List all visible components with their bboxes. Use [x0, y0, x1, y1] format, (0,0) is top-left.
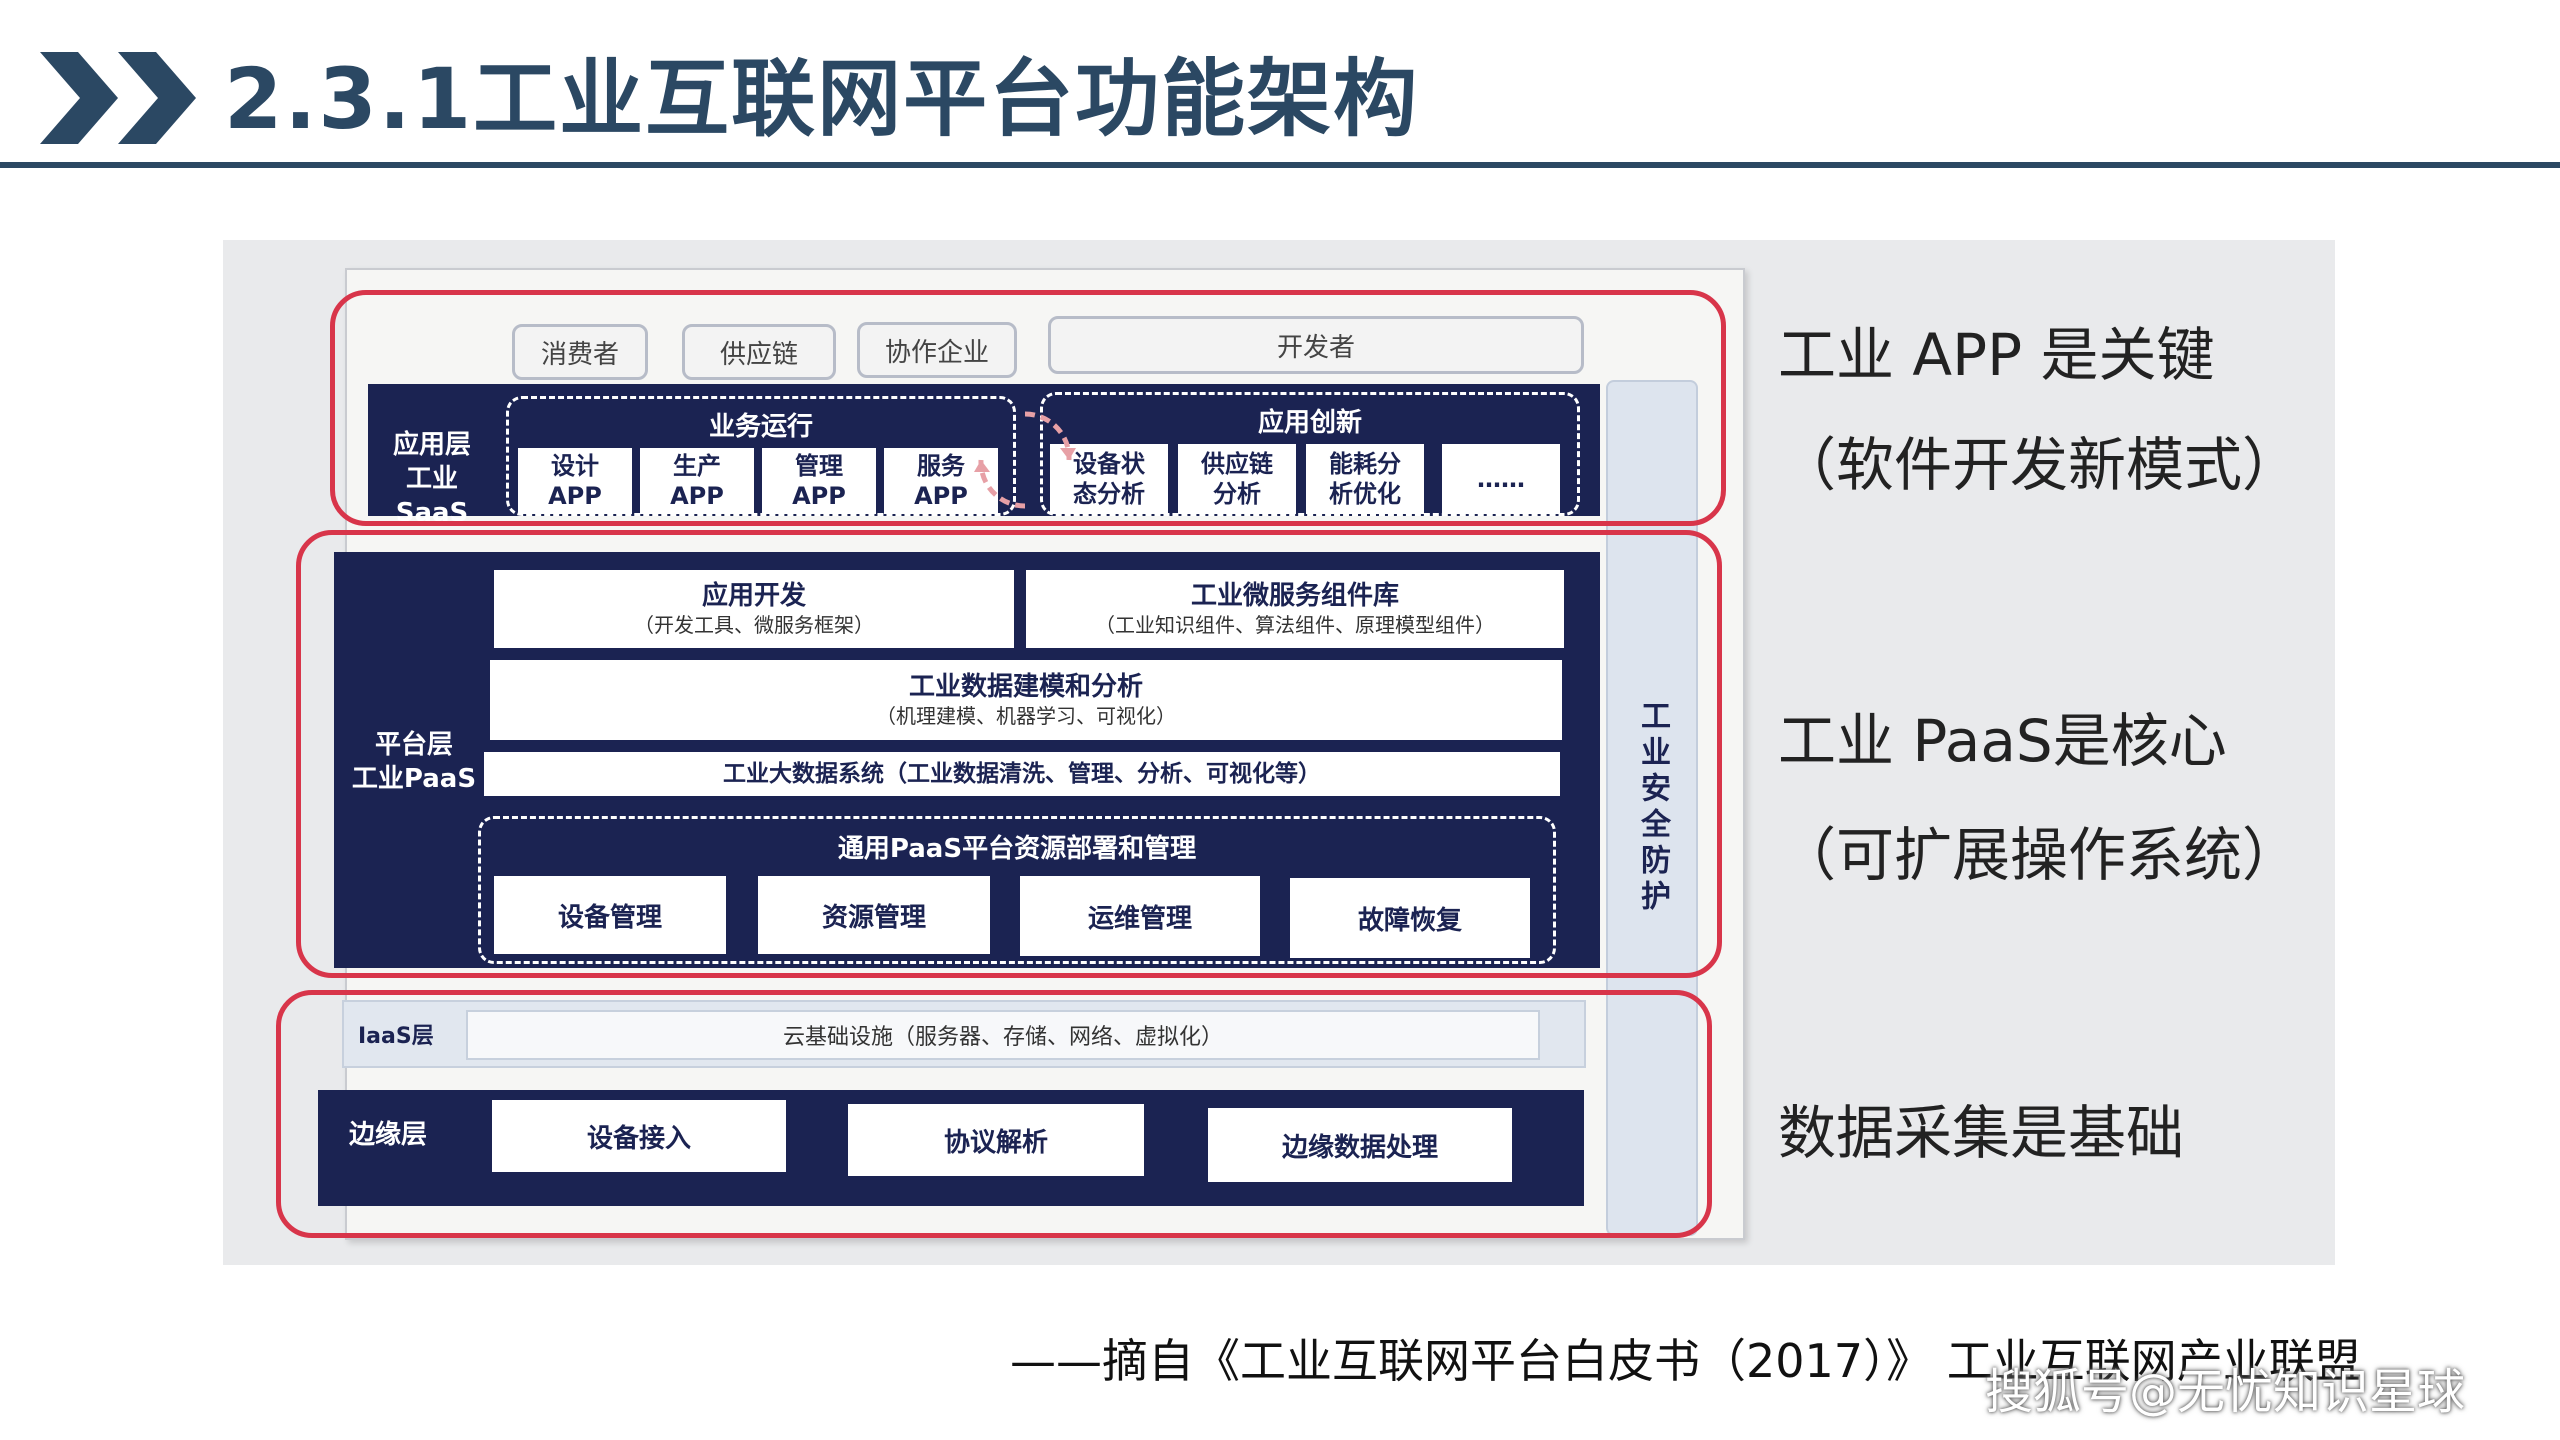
side-note-app-key: 工业 APP 是关键 — [1778, 321, 2215, 389]
edge-data-processing-box: 边缘数据处理 — [1208, 1108, 1512, 1182]
big-data-system-box: 工业大数据系统（工业数据清洗、管理、分析、可视化等） — [484, 752, 1560, 796]
energy-analysis-box: 能耗分 析优化 — [1306, 444, 1424, 514]
design-app-box: 设计 APP — [518, 448, 632, 514]
side-note-extensible-os: （可扩展操作系统） — [1778, 821, 2301, 889]
service-app-box: 服务 APP — [884, 448, 998, 514]
fault-recovery-box: 故障恢复 — [1290, 878, 1530, 958]
business-run-title: 业务运行 — [708, 412, 813, 442]
side-note-data-foundation: 数据采集是基础 — [1778, 1099, 2185, 1167]
source-caption: ——摘自《工业互联网平台白皮书（2017）》 工业互联网产业联盟 — [1010, 1334, 2361, 1388]
header-divider — [0, 162, 2560, 168]
edge-highlight-frame — [276, 990, 1712, 1238]
microservice-library-sub: （工业知识组件、算法组件、原理模型组件） — [1095, 613, 1495, 637]
resource-management-box: 资源管理 — [758, 876, 990, 954]
data-modeling-sub: （机理建模、机器学习、可视化） — [876, 704, 1176, 728]
page-title: 2.3.1工业互联网平台功能架构 — [224, 50, 1420, 148]
big-data-system-text: 工业大数据系统（工业数据清洗、管理、分析、可视化等） — [723, 761, 1321, 787]
general-paas-group — [478, 816, 1556, 964]
device-access-box: 设备接入 — [492, 1100, 786, 1172]
app-innovation-group — [1040, 392, 1580, 516]
device-management-box: 设备管理 — [494, 876, 726, 954]
app-development-sub: （开发工具、微服务框架） — [634, 613, 874, 637]
supply-chain-analysis-box: 供应链 分析 — [1178, 444, 1296, 514]
microservice-library-box: 工业微服务组件库 （工业知识组件、算法组件、原理模型组件） — [1026, 570, 1564, 648]
cloud-infrastructure-box: 云基础设施（服务器、存储、网络、虚拟化） — [466, 1010, 1540, 1060]
ops-management-box: 运维管理 — [1020, 876, 1260, 956]
watermark: 搜狐号@无忧知识星球 — [1985, 1364, 2466, 1420]
cycle-arrows-icon — [974, 411, 1076, 509]
more-apps-box: …… — [1442, 444, 1560, 514]
chevron-right-icon — [40, 52, 196, 144]
side-note-software-mode: （软件开发新模式） — [1778, 431, 2301, 499]
paas-layer-label: 平台层 工业PaaS — [351, 730, 477, 794]
app-innovation-title: 应用创新 — [1257, 408, 1362, 438]
data-modeling-box: 工业数据建模和分析 （机理建模、机器学习、可视化） — [490, 660, 1562, 740]
saas-highlight-frame — [330, 290, 1726, 526]
production-app-box: 生产 APP — [640, 448, 754, 514]
developer-pill: 开发者 — [1048, 316, 1584, 374]
app-development-title: 应用开发 — [701, 581, 806, 611]
management-app-box: 管理 APP — [762, 448, 876, 514]
side-note-paas-core: 工业 PaaS是核心 — [1778, 707, 2227, 775]
microservice-library-title: 工业微服务组件库 — [1190, 581, 1399, 611]
iaas-layer-label: IaaS层 — [358, 1024, 434, 1049]
business-run-group — [506, 396, 1016, 516]
partner-pill: 协作企业 — [857, 322, 1017, 378]
edge-layer-label: 边缘层 — [348, 1120, 427, 1150]
data-modeling-title: 工业数据建模和分析 — [908, 672, 1143, 702]
supply-chain-pill: 供应链 — [682, 324, 836, 380]
protocol-parsing-box: 协议解析 — [848, 1104, 1144, 1176]
paas-highlight-frame — [296, 530, 1722, 978]
consumer-pill: 消费者 — [512, 324, 648, 380]
app-development-box: 应用开发 （开发工具、微服务框架） — [494, 570, 1014, 648]
general-paas-title: 通用PaaS平台资源部署和管理 — [837, 834, 1197, 864]
